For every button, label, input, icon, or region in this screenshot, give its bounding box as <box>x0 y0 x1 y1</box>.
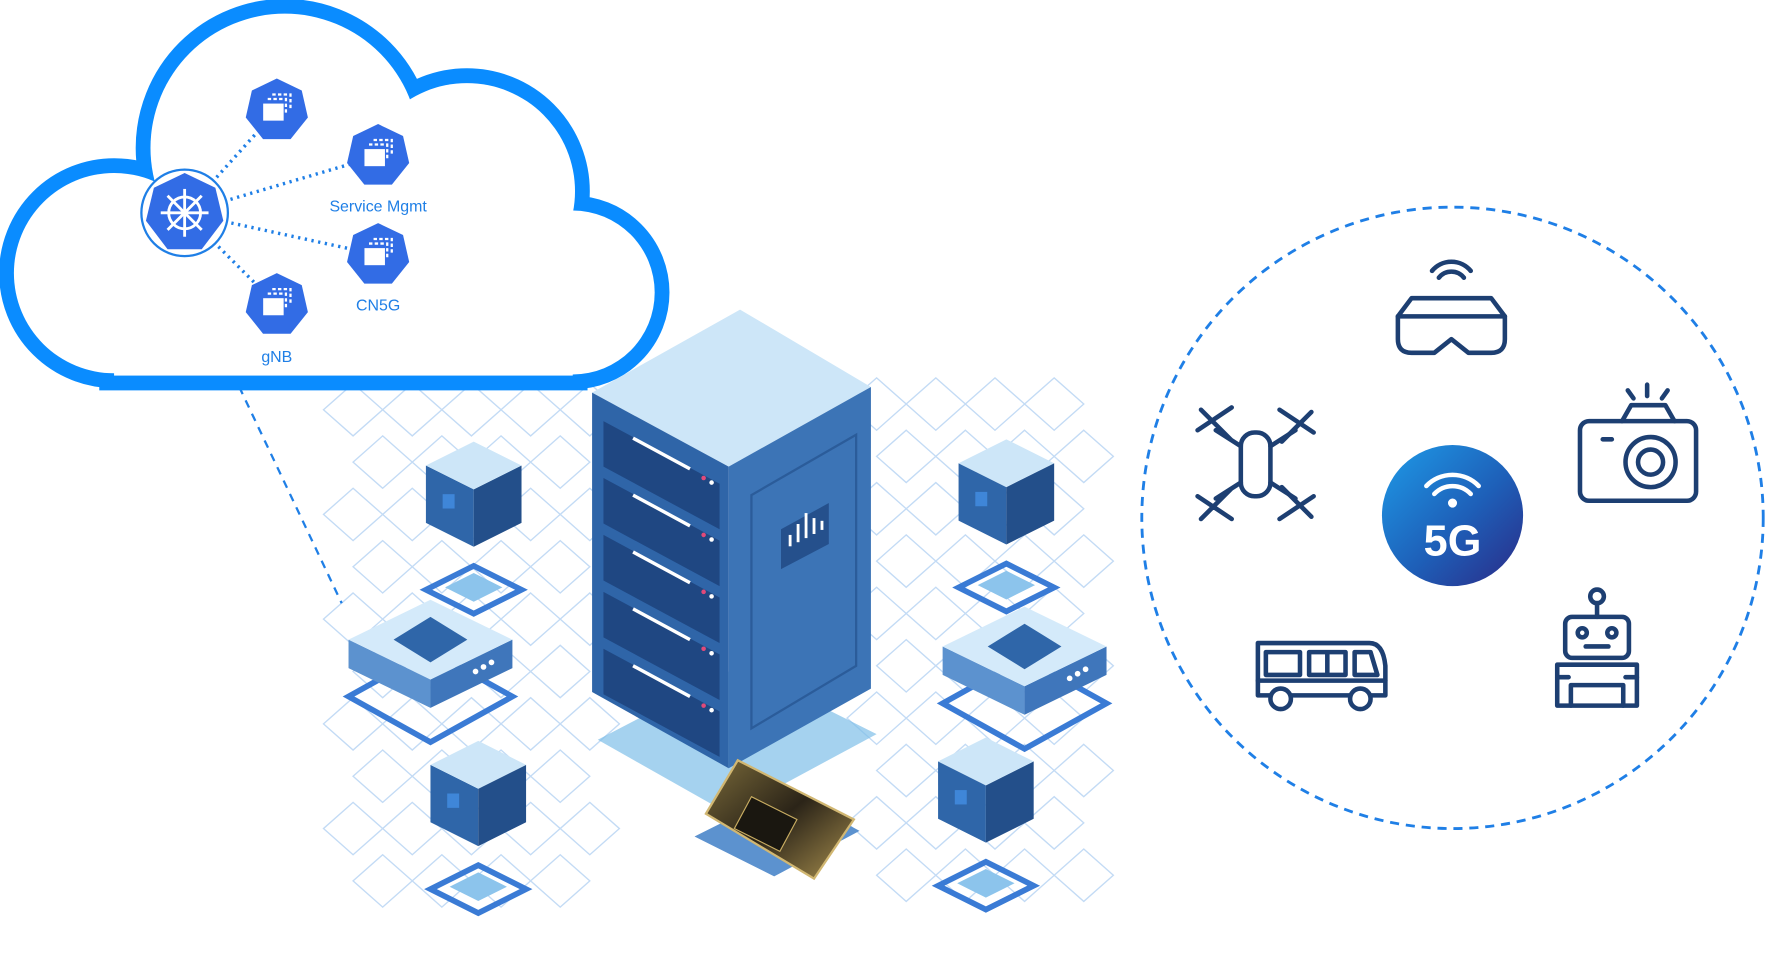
grid-cell <box>845 795 908 850</box>
grid-cell <box>1053 429 1115 484</box>
grid-cell <box>875 429 937 484</box>
grid-cell <box>529 853 591 909</box>
grid-cell <box>529 539 591 594</box>
edge-node-cube <box>424 740 533 917</box>
cloud-connector-line <box>238 386 343 604</box>
server-rack-icon <box>592 309 877 814</box>
grid-cell <box>352 749 414 804</box>
grid-cell <box>559 696 621 751</box>
vr-headset-icon <box>1395 259 1508 356</box>
grid-cell <box>500 382 562 437</box>
rack-slot <box>603 421 720 530</box>
grid-cell <box>905 376 967 432</box>
rack-slot <box>603 478 720 587</box>
rack-slot <box>603 648 720 757</box>
grid-cell <box>411 539 473 594</box>
grid-cell <box>352 539 414 594</box>
rack-slot <box>603 591 720 700</box>
grid-cell <box>322 696 384 751</box>
grid-cell <box>322 487 384 542</box>
grid-cell <box>1053 743 1115 798</box>
grid-cell <box>993 848 1056 903</box>
grid-cell <box>875 848 937 903</box>
5g-badge: 5G <box>1381 445 1524 587</box>
grid-cell <box>352 853 414 909</box>
grid-cell <box>470 539 532 594</box>
grid-cell <box>1053 534 1115 589</box>
grid-cell <box>1023 376 1085 432</box>
pod-icon[interactable] <box>245 273 308 334</box>
grid-cell <box>500 592 562 647</box>
grid-cell <box>322 801 384 856</box>
pod-label-gnb: gNB <box>261 349 292 366</box>
grid-cell <box>529 749 591 804</box>
rack-slot <box>603 534 720 644</box>
grid-cell <box>905 481 967 536</box>
pod-icon[interactable] <box>245 78 308 140</box>
edge-node-cube <box>931 737 1041 913</box>
grid-cell <box>381 696 443 751</box>
kubernetes-hub[interactable] <box>140 168 230 258</box>
pod-icon[interactable] <box>347 223 410 284</box>
grid-cell <box>500 696 562 751</box>
grid-cell <box>875 534 937 589</box>
gpu-chip-icon <box>694 758 860 881</box>
cloud <box>0 0 670 391</box>
grid-cell <box>875 638 937 693</box>
pod-icon[interactable] <box>347 124 410 185</box>
grid-cell <box>845 691 908 746</box>
grid-cell <box>964 376 1026 432</box>
edge-node-cube <box>419 441 528 617</box>
grid-cell <box>529 644 591 699</box>
bus-icon <box>1255 640 1388 712</box>
drone-icon <box>1195 405 1316 522</box>
rack-status-bars <box>788 513 824 547</box>
wifi-icon <box>1424 472 1481 508</box>
camera-icon <box>1577 382 1699 504</box>
robot-icon <box>1554 587 1640 708</box>
grid-cell <box>440 382 503 437</box>
grid-cell <box>1023 795 1085 850</box>
edge-node-device <box>936 606 1113 753</box>
5g-label: 5G <box>1424 517 1482 565</box>
edge-node-cube <box>952 439 1061 615</box>
pod-label-cn5g: CN5G <box>356 298 400 315</box>
grid-cell <box>470 853 532 909</box>
edge-node-device <box>342 599 519 746</box>
grid-cell <box>905 691 967 746</box>
grid-cell <box>934 534 997 589</box>
devices-ring <box>1140 205 1765 830</box>
grid-cell <box>559 801 621 856</box>
grid-cell <box>381 382 443 437</box>
grid-cell <box>529 434 591 490</box>
grid-cell <box>905 586 967 641</box>
pod-label-service-mgmt: Service Mgmt <box>329 199 427 216</box>
grid-cell <box>875 743 937 798</box>
grid-cell <box>352 434 414 490</box>
grid-cell <box>1053 848 1115 903</box>
grid-cell <box>322 382 384 437</box>
